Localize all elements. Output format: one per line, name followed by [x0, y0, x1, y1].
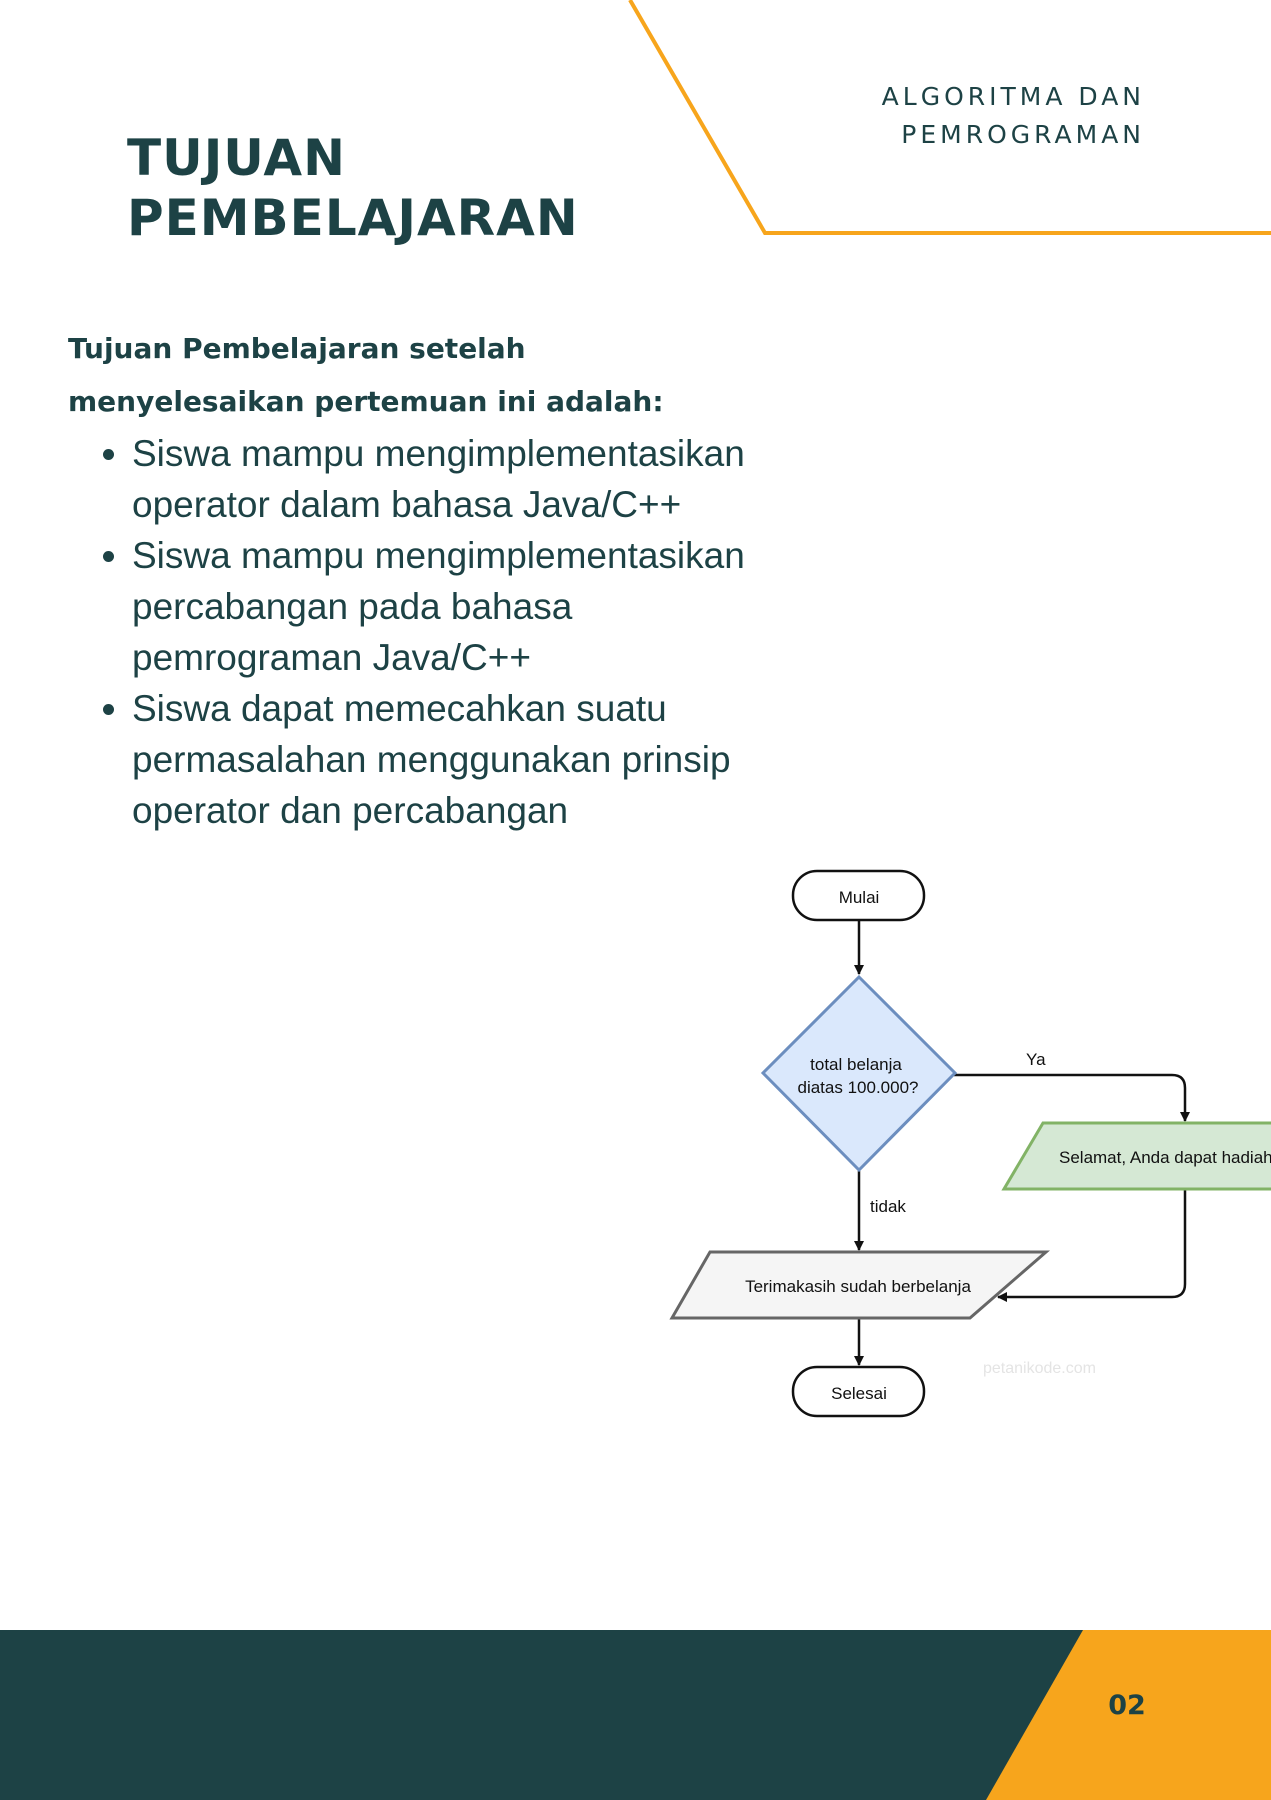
objective-item: Siswa dapat memecahkan suatu permasalaha… [132, 683, 792, 836]
course-subject: ALGORITMA DAN PEMROGRAMAN [882, 78, 1145, 154]
output-box [669, 1250, 1051, 1320]
objective-item: Siswa mampu mengimplementasikan operator… [132, 428, 792, 530]
end-label: Selesai [831, 1384, 887, 1403]
course-subject-line1: ALGORITMA DAN [881, 82, 1145, 111]
end-terminator [791, 1365, 926, 1418]
no-label: tidak [870, 1197, 906, 1216]
course-subject-line2: PEMROGRAMAN [901, 120, 1145, 149]
yes-output-label: Selamat, Anda dapat hadiah [1059, 1148, 1271, 1167]
arrow-yes-output-to-output [997, 1189, 1187, 1302]
header-accent-line [628, 0, 1271, 235]
arrow-decision-yes [954, 1073, 1190, 1122]
decision-diamond [760, 974, 958, 1173]
page-title: TUJUAN PEMBELAJARAN [127, 128, 579, 248]
yes-label: Ya [1026, 1050, 1046, 1069]
page-number: 02 [1108, 1690, 1146, 1721]
watermark-text: petanikode.com [983, 1360, 1096, 1377]
objective-item: Siswa mampu mengimplementasikan percaban… [132, 530, 792, 683]
output-label: Terimakasih sudah berbelanja [745, 1277, 971, 1296]
page-title-line1: TUJUAN [127, 129, 346, 187]
start-label: Mulai [839, 888, 880, 907]
decision-label-line1: total belanja [810, 1055, 902, 1074]
start-terminator [791, 869, 926, 922]
decision-label-line2: diatas 100.000? [798, 1078, 919, 1097]
intro-text: Tujuan Pembelajaran setelah menyelesaika… [68, 332, 664, 418]
yes-output-box [1001, 1121, 1271, 1191]
objectives-list: Siswa mampu mengimplementasikan operator… [92, 428, 792, 836]
page-title-line2: PEMBELAJARAN [127, 189, 579, 247]
footer-accent-block [986, 1630, 1271, 1800]
